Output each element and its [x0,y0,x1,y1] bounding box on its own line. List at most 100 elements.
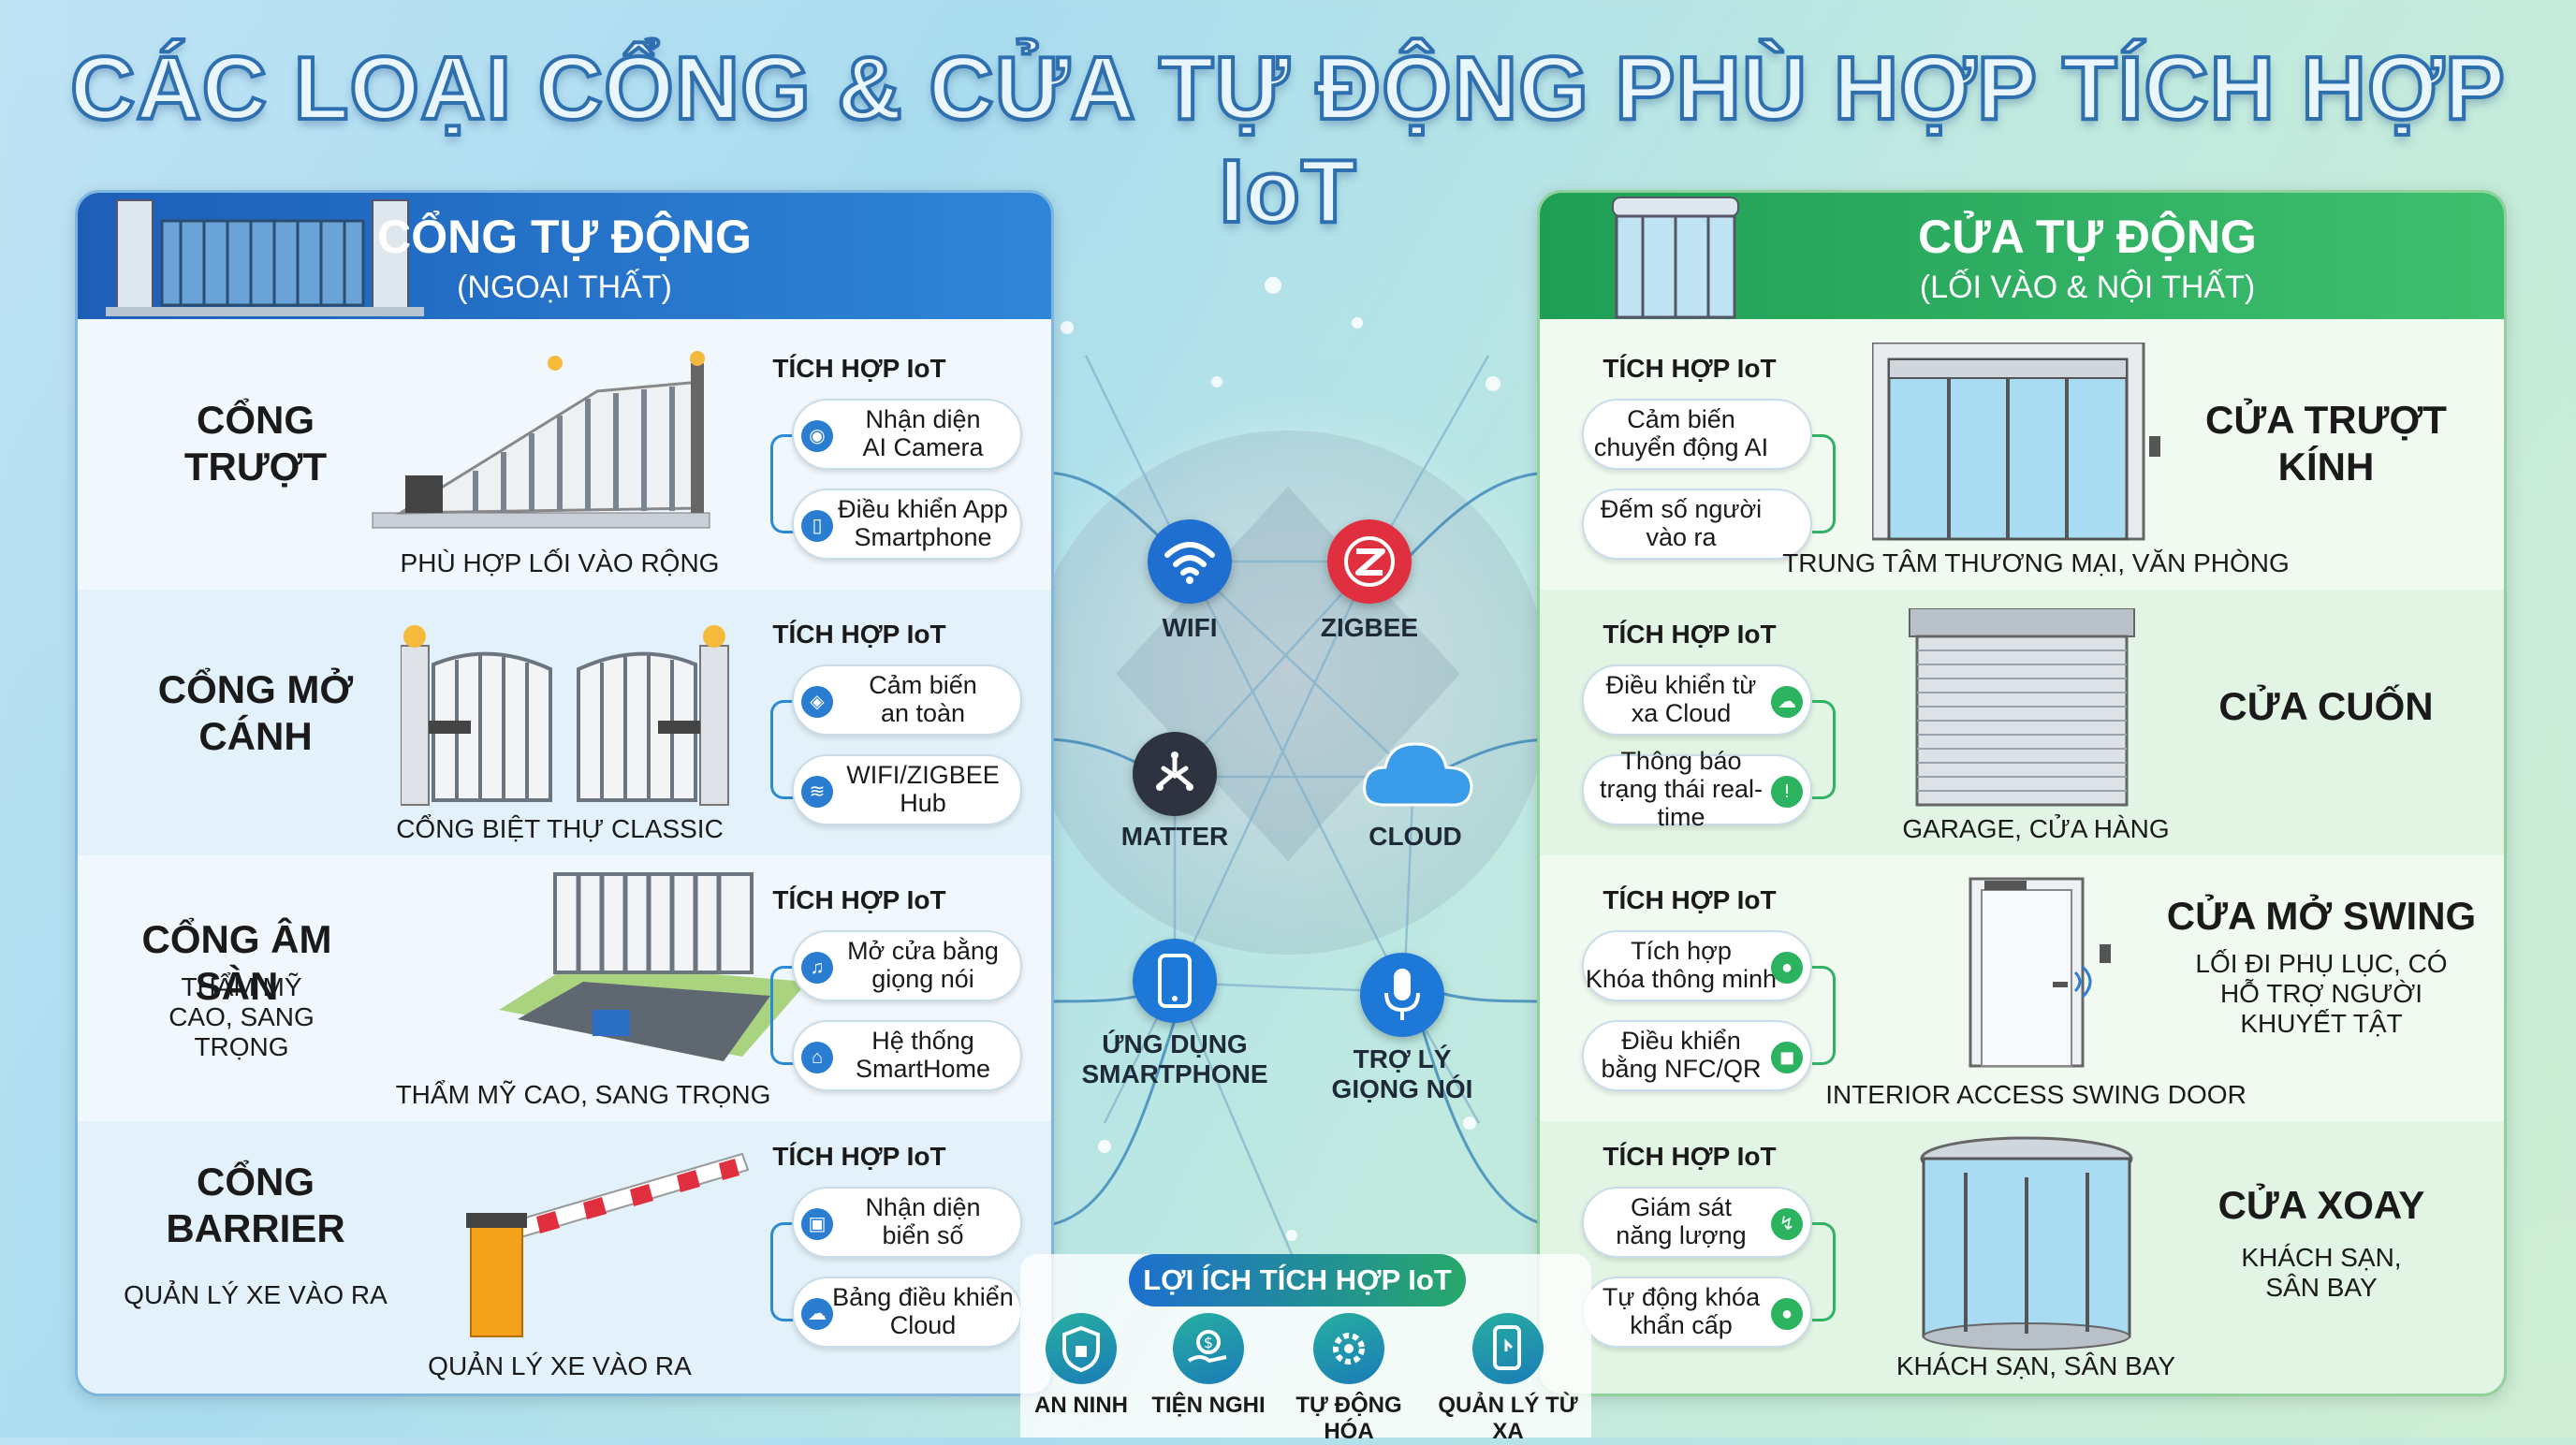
convenience-icon: $ [1173,1313,1244,1384]
benefit-label: TIỆN NGHI [1151,1393,1266,1418]
feature-bracket [1812,700,1836,799]
feature-bracket [1812,1222,1836,1321]
feature-bracket [1812,966,1836,1065]
camera-icon: ◉ [801,420,833,452]
sliding-glass-door-image [1872,343,2160,541]
feature-bracket [770,1222,794,1321]
cloud-label: CLOUD [1368,822,1462,851]
svg-text:$: $ [1204,1334,1213,1351]
iot-heading: TÍCH HỢP IoT [1603,1142,1777,1171]
gate-header-illustration [106,199,424,316]
rolling-door-image [1909,608,2135,807]
zigbee-icon [1344,536,1395,587]
door-description: LỐI ĐI PHỤ LỤC, CÓ HỖ TRỢ NGƯỜI KHUYẾT T… [2195,949,2448,1039]
gates-panel-header: CỔNG TỰ ĐỘNG (NGOẠI THẤT) [78,193,1051,319]
feature-bracket [770,966,794,1065]
doors-panel-header: CỬA TỰ ĐỘNG (LỐI VÀO & NỘI THẤT) [1540,193,2504,319]
door-caption: INTERIOR ACCESS SWING DOOR [1825,1080,2247,1109]
gate-description: THẨM MỸ CAO, SANG TRỌNG [168,972,315,1062]
shield-icon: ◈ [801,686,833,718]
home-icon: ⌂ [801,1042,833,1073]
gates-panel-title: CỔNG TỰ ĐỘNG [377,211,752,263]
iot-heading: TÍCH HỢP IoT [772,885,946,914]
automation-icon [1313,1313,1384,1384]
wifi-icon [1164,542,1215,584]
underground-gate-image [499,872,808,1061]
speaker-icon: ♫ [801,952,833,984]
phone-icon: ▯ [801,510,833,542]
gate-caption: QUẢN LÝ XE VÀO RA [428,1351,692,1380]
door-name: CỬA CUỐN [2218,684,2434,728]
benefit-label: TỰ ĐỘNG HÓA [1295,1393,1402,1444]
gate-caption: CỔNG BIỆT THỰ CLASSIC [396,814,724,843]
zigbee-label: ZIGBEE [1320,613,1419,642]
swing-door-image [1969,877,2111,1068]
cloud-node [1363,742,1473,807]
doors-panel-subtitle: (LỐI VÀO & NỘI THẤT) [1919,270,2256,305]
smartphone-icon [1158,954,1192,1008]
barrier-gate-image [466,1152,750,1337]
nfc-icon: ◼ [1771,1042,1803,1073]
revolving-door-header-illustration [1612,197,1739,319]
feature-bracket [770,434,794,533]
gate-name: CỔNG ÂM SÀN [141,917,332,1009]
wifi-label: WIFI [1162,613,1218,642]
feature-bracket [770,700,794,799]
doors-panel-title: CỬA TỰ ĐỘNG [1918,211,2257,263]
door-caption: GARAGE, CỬA HÀNG [1902,814,2170,843]
benefits-title: LỢI ÍCH TÍCH HỢP IoT [1129,1254,1466,1306]
iot-heading: TÍCH HỢP IoT [1603,885,1777,914]
gate-description: QUẢN LÝ XE VÀO RA [124,1280,388,1309]
lock-icon: ● [1771,1298,1803,1330]
remote-management-icon [1472,1313,1544,1384]
iot-heading: TÍCH HỢP IoT [1603,620,1777,649]
revolving-door-image [1920,1136,2133,1350]
underground-gate-row: CỔNG ÂM SÀN THẨM MỸ CAO, SANG TRỌNG THẨM… [78,855,1051,1121]
gates-panel-subtitle: (NGOẠI THẤT) [457,270,672,305]
wifi-node [1148,519,1232,604]
voice-assistant-node [1360,953,1444,1037]
matter-icon [1156,752,1193,791]
matter-label: MATTER [1120,822,1229,851]
door-description: KHÁCH SẠN, SÂN BAY [2241,1243,2402,1303]
smartphone-app-node [1133,939,1217,1023]
car-icon: ▣ [801,1208,833,1240]
microphone-icon [1384,969,1420,1020]
zigbee-node [1327,519,1412,604]
alert-icon: ! [1771,776,1803,808]
benefit-label: AN NINH [1034,1393,1128,1418]
iot-heading: TÍCH HỢP IoT [772,620,946,649]
door-name: CỬA XOAY [2217,1183,2425,1227]
cloud-icon: ☁ [801,1298,833,1330]
matter-node [1133,732,1217,816]
lock-icon: ● [1771,952,1803,984]
page-title: CÁC LOẠI CỔNG & CỬA TỰ ĐỘNG PHÙ HỢP TÍCH… [68,36,2507,243]
sliding-gate-image [372,351,710,529]
wifi-icon: ≋ [801,776,833,808]
